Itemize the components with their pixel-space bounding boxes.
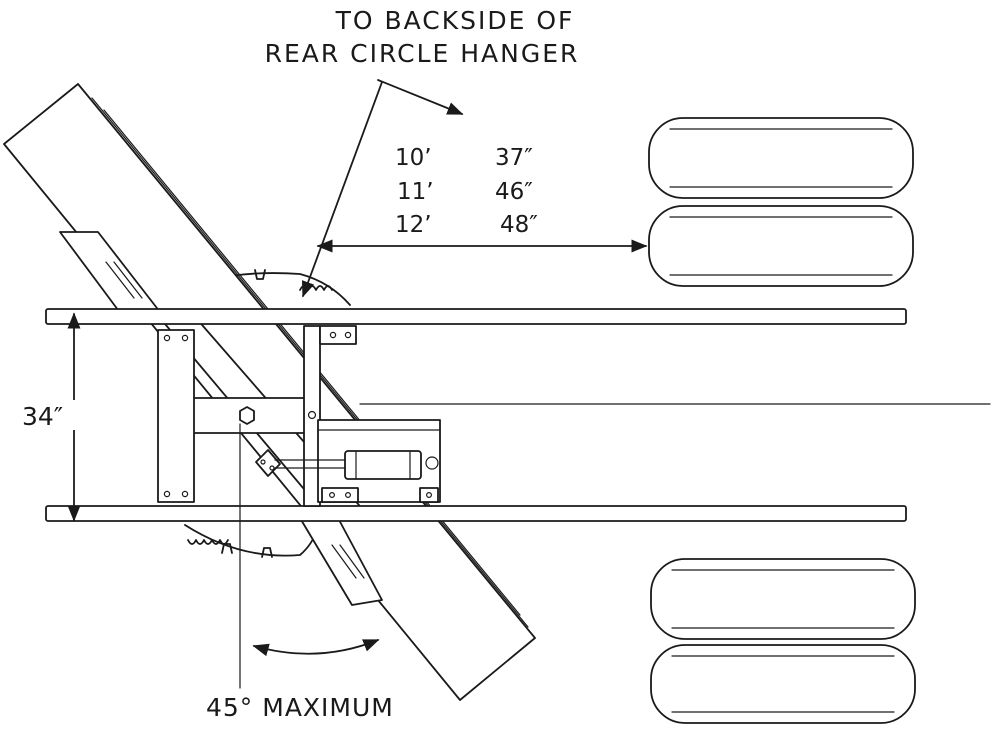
frame-rail-upper bbox=[45, 308, 907, 325]
leader-arrow-to-table bbox=[377, 79, 464, 115]
mount-assembly bbox=[157, 325, 357, 507]
leader-arrow-to-hanger bbox=[301, 81, 383, 298]
tires bbox=[648, 117, 916, 724]
callout-line-2: REAR CIRCLE HANGER bbox=[265, 39, 580, 68]
left-mount-plate bbox=[157, 329, 195, 503]
tire-bottom-outer bbox=[650, 644, 916, 724]
callout-leaders bbox=[301, 79, 464, 298]
tire-bottom-inner bbox=[650, 558, 916, 640]
angle-arc-arrow bbox=[252, 639, 380, 657]
pivot-bolt bbox=[239, 406, 255, 425]
frame-rail-lower bbox=[45, 505, 907, 522]
blade bbox=[3, 83, 536, 701]
distance-12: 48″ bbox=[500, 212, 538, 238]
right-mount-plate bbox=[303, 325, 321, 507]
callout-line-1: TO BACKSIDE OF bbox=[335, 6, 575, 35]
frame-width-dimension: 34″ bbox=[20, 312, 84, 522]
distance-11: 46″ bbox=[495, 179, 533, 205]
dimension-table: 10’ 37″ 11’ 46″ 12’ 48″ bbox=[395, 145, 538, 238]
angle-label: 45° MAXIMUM bbox=[206, 693, 394, 722]
angle-indicator: 45° MAXIMUM bbox=[206, 423, 394, 722]
frame-rails bbox=[45, 308, 907, 522]
blade-size-11: 11’ bbox=[397, 179, 434, 205]
blade-size-10: 10’ bbox=[395, 145, 432, 171]
tire-top-inner bbox=[648, 205, 914, 287]
cylinder-barrel bbox=[344, 450, 422, 480]
tire-top-outer bbox=[648, 117, 914, 199]
blade-size-12: 12’ bbox=[395, 212, 432, 238]
frame-width-label: 34″ bbox=[22, 402, 63, 431]
hydraulic-cylinder bbox=[274, 419, 441, 503]
blade-body bbox=[3, 83, 536, 701]
callout-label: TO BACKSIDE OF REAR CIRCLE HANGER bbox=[265, 6, 580, 68]
distance-10: 37″ bbox=[495, 145, 533, 171]
